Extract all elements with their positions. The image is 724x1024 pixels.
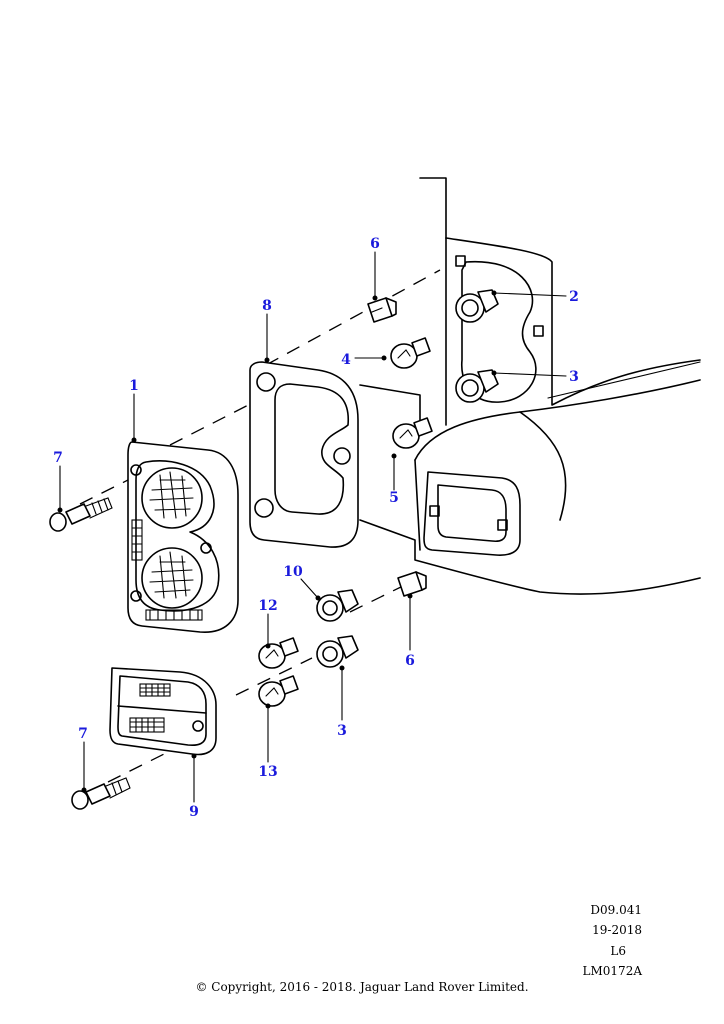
callouts: 1 2 3 3 4 5 6 6 7 7 8 9 10 12 13 — [53, 236, 579, 820]
callout-2[interactable]: 2 — [569, 289, 579, 305]
leader-lines — [57, 251, 567, 803]
drawing-reference: D09.041 — [590, 903, 642, 917]
callout-6-lower[interactable]: 6 — [405, 653, 415, 669]
callout-7-lower[interactable]: 7 — [78, 726, 88, 742]
bulb-holder-upper — [455, 289, 499, 323]
bulb-holder-lower-3 — [316, 635, 359, 668]
bulb-4 — [390, 337, 431, 369]
screw-upper — [49, 497, 113, 532]
callout-12[interactable]: 12 — [258, 598, 277, 614]
clip-upper — [367, 297, 397, 323]
copyright-notice: © Copyright, 2016 - 2018. Jaguar Land Ro… — [195, 980, 529, 994]
assembly-lines — [79, 269, 441, 783]
callout-6-upper[interactable]: 6 — [370, 236, 380, 252]
date-range: 19-2018 — [592, 923, 642, 937]
callout-5[interactable]: 5 — [389, 490, 399, 506]
bulb-holder-lower-10 — [316, 589, 359, 622]
callout-10[interactable]: 10 — [283, 564, 303, 580]
vehicle-body — [359, 177, 701, 595]
callout-9[interactable]: 9 — [189, 804, 199, 820]
bulb-5 — [392, 417, 433, 449]
callout-4[interactable]: 4 — [341, 352, 351, 368]
reflector-lamp — [109, 667, 217, 756]
bulb-13 — [258, 675, 299, 707]
callout-3-lower[interactable]: 3 — [337, 723, 347, 739]
gasket — [249, 361, 359, 548]
callout-1[interactable]: 1 — [129, 378, 139, 394]
illustration-code: LM0172A — [582, 964, 642, 978]
callout-7-upper[interactable]: 7 — [53, 450, 63, 466]
bulb-12 — [258, 637, 299, 669]
rear-lamp-assembly — [127, 441, 239, 633]
screw-lower — [71, 777, 131, 810]
callout-13[interactable]: 13 — [258, 764, 277, 780]
bulb-holder-middle — [455, 369, 499, 403]
callout-8[interactable]: 8 — [262, 298, 272, 314]
clip-lower — [397, 571, 427, 597]
callout-3-upper[interactable]: 3 — [569, 369, 579, 385]
level-label: L6 — [610, 944, 626, 958]
